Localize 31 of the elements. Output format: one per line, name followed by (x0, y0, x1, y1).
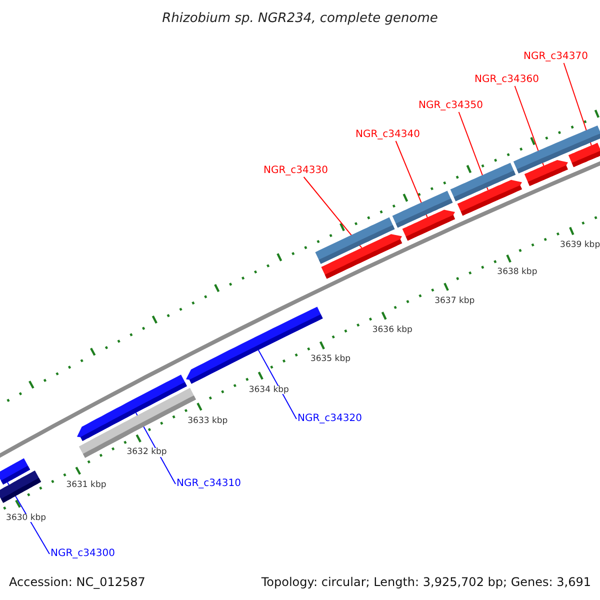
leader-line (258, 350, 297, 420)
scale-label: 3639 kbp (560, 240, 600, 250)
scale-label: 3638 kbp (497, 268, 538, 277)
scale-label: 3630 kbp (6, 514, 46, 522)
gene-label: NGR_c34300 (50, 549, 115, 559)
scale-label: 3635 kbp (310, 355, 350, 364)
accession-text: Accession: NC_012587 (9, 576, 146, 588)
leader-line (303, 176, 362, 248)
gene-feature (77, 374, 187, 442)
scale-label: 3636 kbp (372, 326, 412, 334)
gene-label: NGR_c34370 (524, 52, 588, 62)
gene-feature (0, 458, 30, 485)
scale-label: 3634 kbp (248, 386, 289, 394)
scale-label: 3631 kbp (66, 480, 106, 490)
scale-label: 3632 kbp (126, 448, 167, 457)
gene-feature (457, 180, 522, 216)
scale-label: 3637 kbp (434, 296, 475, 306)
leader-line (563, 62, 592, 146)
gene-feature (524, 160, 568, 186)
gene-label: NGR_c34330 (264, 166, 328, 176)
genome-info-text: Topology: circular; Length: 3,925,702 bp; Genes: 3,691 (261, 576, 591, 588)
gene-label: NGR_c34310 (176, 479, 241, 489)
leader-line (514, 86, 544, 166)
gene-feature (321, 234, 402, 279)
title: Rhizobium sp. NGR234, complete genome (161, 12, 439, 25)
gene-label: NGR_c34360 (474, 75, 539, 85)
gene-label: NGR_c34350 (418, 101, 483, 111)
gene-label: NGR_c34340 (356, 130, 420, 140)
gene-label: NGR_c34320 (298, 414, 362, 424)
gene-feature (402, 210, 456, 241)
gene-feature (568, 142, 600, 168)
